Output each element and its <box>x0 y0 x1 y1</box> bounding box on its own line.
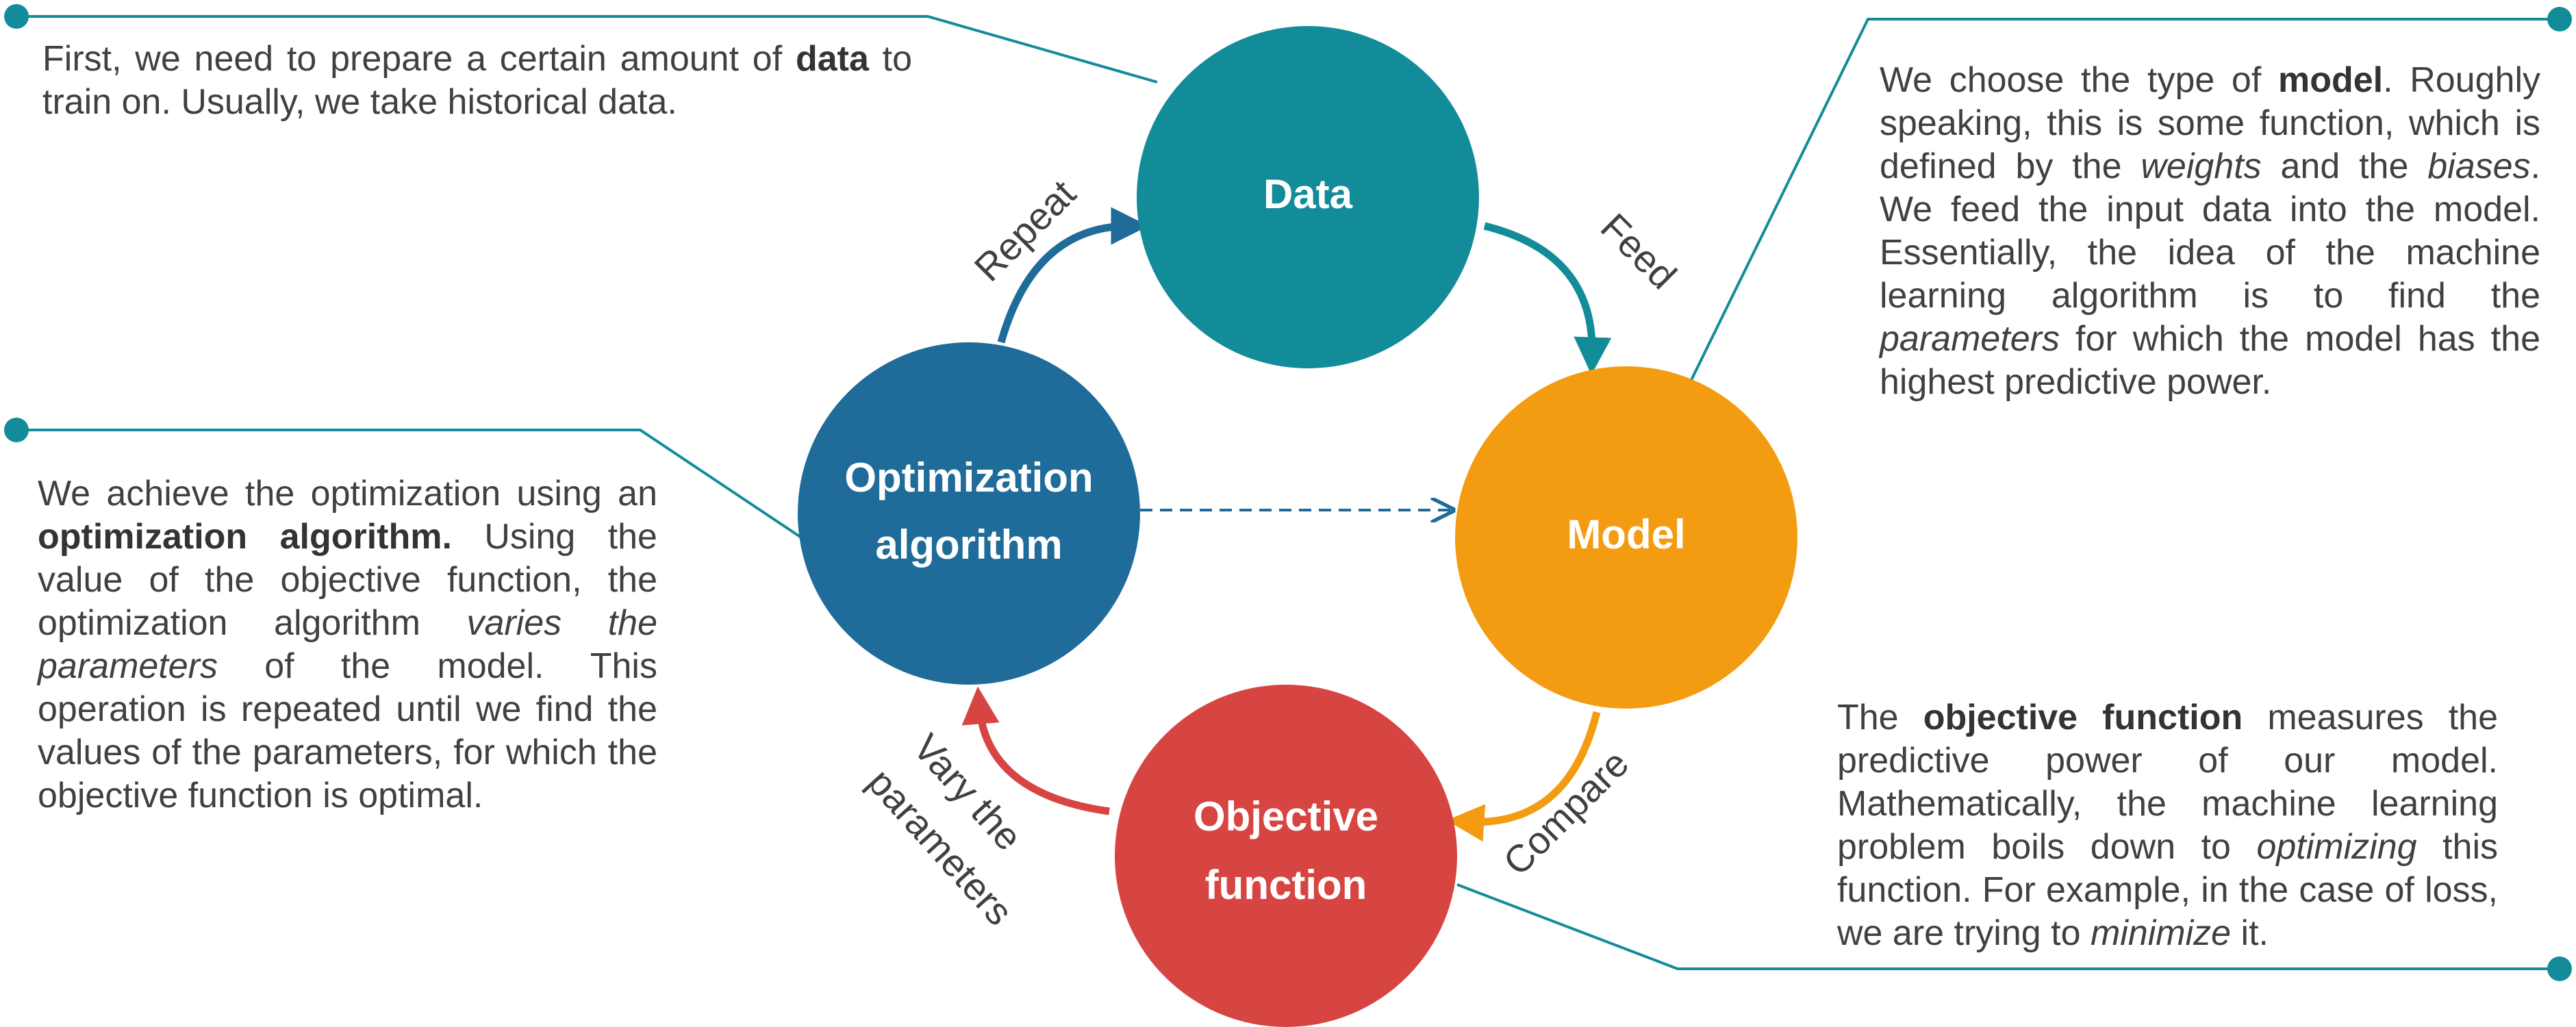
model-note-text2: . Roughly speaking, this is some functio… <box>1880 60 2540 186</box>
data-label: Data <box>1263 171 1353 217</box>
model-label: Model <box>1567 511 1685 557</box>
optimization-label-line2: algorithm <box>875 522 1062 568</box>
model-note-text5: for which the model has the highest pred… <box>1880 319 2540 402</box>
data-note-text1: First, we need to prepare a certain amou… <box>42 39 796 79</box>
repeat-label: Repeat <box>966 171 1085 290</box>
objective-circle <box>1115 685 1457 1027</box>
data-note-text2: to train on. Usually, we take historical… <box>42 39 912 122</box>
optimization-note-text3: of the model. This operation is repeated… <box>38 646 657 815</box>
data-note: First, we need to prepare a certain amou… <box>42 38 912 124</box>
optimization-note: We achieve the optimization using an opt… <box>38 472 657 817</box>
model-circle <box>1455 366 1797 709</box>
compare-arrow <box>1446 711 1601 842</box>
model-note-italic-biases: biases <box>2427 147 2531 186</box>
node-data: Data <box>1137 26 1479 368</box>
model-note-text4: . We feed the input data into the model.… <box>1880 147 2540 316</box>
node-optimization-algorithm: Optimization algorithm <box>798 342 1140 685</box>
objective-note-text1: The <box>1837 698 1923 737</box>
objective-leader-dot <box>2547 956 2572 981</box>
objective-note-bold: objective function <box>1923 698 2243 737</box>
model-note-italic-weights: weights <box>2141 147 2262 186</box>
optimization-leader-line <box>16 429 803 539</box>
objective-label-line1: Objective <box>1194 794 1378 839</box>
data-leader-dot <box>4 4 29 29</box>
model-note-text3: and the <box>2261 147 2428 186</box>
repeat-arrow <box>997 207 1149 344</box>
data-circle <box>1137 26 1479 368</box>
model-note-italic-parameters: parameters <box>1880 319 2060 359</box>
objective-note: The objective function measures the pred… <box>1837 696 2498 955</box>
node-objective-function: Objective function <box>1115 685 1457 1027</box>
optimization-label-line1: Optimization <box>844 455 1093 500</box>
model-note-bold: model <box>2277 60 2384 100</box>
optimization-note-text1: We achieve the optimization using an <box>38 474 657 514</box>
model-leader-dot <box>2547 7 2572 31</box>
data-note-bold: data <box>795 39 869 79</box>
objective-note-text3: this function. For example, in the case … <box>1837 827 2498 953</box>
objective-note-text4: it. <box>2231 913 2269 953</box>
feed-arrow <box>1483 222 1612 375</box>
data-leader-line <box>16 15 1158 84</box>
optimization-circle <box>798 342 1140 685</box>
objective-note-text2: measures the predictive power of our mod… <box>1837 698 2499 867</box>
vary-arrow <box>961 686 1110 815</box>
objective-leader-line <box>1456 883 2560 970</box>
optimization-note-italic: varies the parameters <box>38 603 657 686</box>
leader-lines <box>4 4 2572 981</box>
model-note-text1: We choose the type of <box>1880 60 2278 100</box>
feed-label: Feed <box>1593 205 1685 297</box>
objective-note-italic-optimizing: optimizing <box>2256 827 2417 867</box>
model-note: We choose the type of model. Roughly spe… <box>1880 59 2540 404</box>
node-model: Model <box>1455 366 1797 709</box>
optimization-note-text2: Using the value of the objective functio… <box>38 517 657 643</box>
objective-label-line2: function <box>1205 862 1367 908</box>
optimization-note-bold: optimization algorithm. <box>38 517 452 557</box>
objective-note-italic-minimize: minimize <box>2090 913 2232 953</box>
model-leader-line <box>1690 18 2560 381</box>
optimization-leader-dot <box>4 418 29 442</box>
